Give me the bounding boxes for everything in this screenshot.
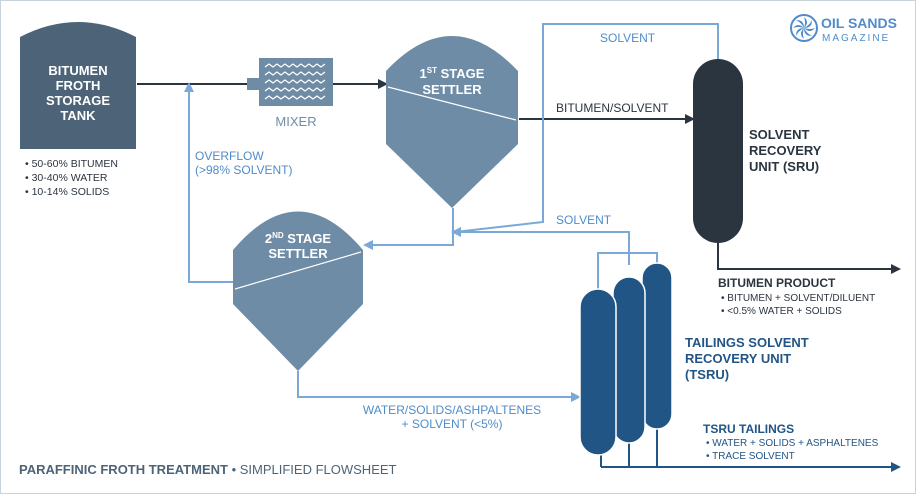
sru-label-3: UNIT (SRU) <box>749 159 819 174</box>
sru-label-2: RECOVERY <box>749 143 822 158</box>
tank-label-4: TANK <box>60 108 96 123</box>
tsru-column-3 <box>641 262 673 430</box>
mixer <box>247 58 333 106</box>
feed-composition-3: • 10-14% SOLIDS <box>25 186 109 198</box>
bitumen-solvent-label: BITUMEN/SOLVENT <box>556 101 669 115</box>
bitumen-product-title: BITUMEN PRODUCT <box>718 276 836 290</box>
brand-line-2: MAGAZINE <box>822 33 890 44</box>
settler2-underflow-line <box>297 371 581 402</box>
oil-sands-logo-icon <box>790 14 818 42</box>
overflow-label-1: OVERFLOW <box>195 149 264 163</box>
settler1-interface-line <box>387 86 517 121</box>
mixer-blades-icon <box>264 63 326 100</box>
tsru-label-2: RECOVERY UNIT <box>685 351 791 366</box>
settler1-label-2: SETTLER <box>422 82 482 97</box>
first-stage-settler <box>386 36 518 208</box>
tank-label-2: FROTH <box>56 78 101 93</box>
tsru-tailings-item-1: • WATER + SOLIDS + ASPHALTENES <box>706 438 879 449</box>
underflow-label-2: + SOLVENT (<5%) <box>402 417 503 431</box>
settler1-label-1: 1ST STAGE <box>420 66 485 81</box>
sru-label-1: SOLVENT <box>749 127 809 142</box>
solvent-top-label: SOLVENT <box>600 31 656 45</box>
footer-title: PARAFFINIC FROTH TREATMENT • SIMPLIFIED … <box>19 462 397 477</box>
feed-composition-2: • 30-40% WATER <box>25 172 108 184</box>
settler2-interface-line <box>234 251 362 290</box>
second-stage-settler <box>233 211 363 371</box>
tsru-label-3: (TSRU) <box>685 367 729 382</box>
tsru-column-1 <box>579 288 617 456</box>
bitumen-product-line <box>717 241 901 274</box>
overflow-recycle-line <box>184 82 233 283</box>
froth-storage-tank <box>20 22 136 149</box>
tsru-label-1: TAILINGS SOLVENT <box>685 335 809 350</box>
mixer-label: MIXER <box>275 114 316 129</box>
tank-label-1: BITUMEN <box>48 63 107 78</box>
tsru-tailings-item-2: • TRACE SOLVENT <box>706 451 795 462</box>
solvent-top-line <box>454 23 719 233</box>
bitumen-product-item-1: • BITUMEN + SOLVENT/DILUENT <box>721 293 875 304</box>
settler2-label-2: SETTLER <box>268 246 328 261</box>
solvent-recovery-unit <box>693 59 743 243</box>
tsru-column-2 <box>612 276 646 444</box>
settler1-underflow-line <box>363 208 454 250</box>
feed-composition-1: • 50-60% BITUMEN <box>25 158 118 170</box>
tsru-tailings-title: TSRU TAILINGS <box>703 422 794 436</box>
tsru-overhead-line <box>597 252 658 291</box>
settler2-label-1: 2ND STAGE <box>265 231 332 246</box>
tank-label-3: STORAGE <box>46 93 110 108</box>
brand-line-1: OIL SANDS <box>821 15 897 31</box>
underflow-label-1: WATER/SOLIDS/ASHPALTENES <box>363 403 541 417</box>
overflow-label-2: (>98% SOLVENT) <box>195 163 292 177</box>
solvent-mid-label: SOLVENT <box>556 213 612 227</box>
solvent-mid-line <box>451 227 630 265</box>
bitumen-product-item-2: • <0.5% WATER + SOLIDS <box>721 306 842 317</box>
